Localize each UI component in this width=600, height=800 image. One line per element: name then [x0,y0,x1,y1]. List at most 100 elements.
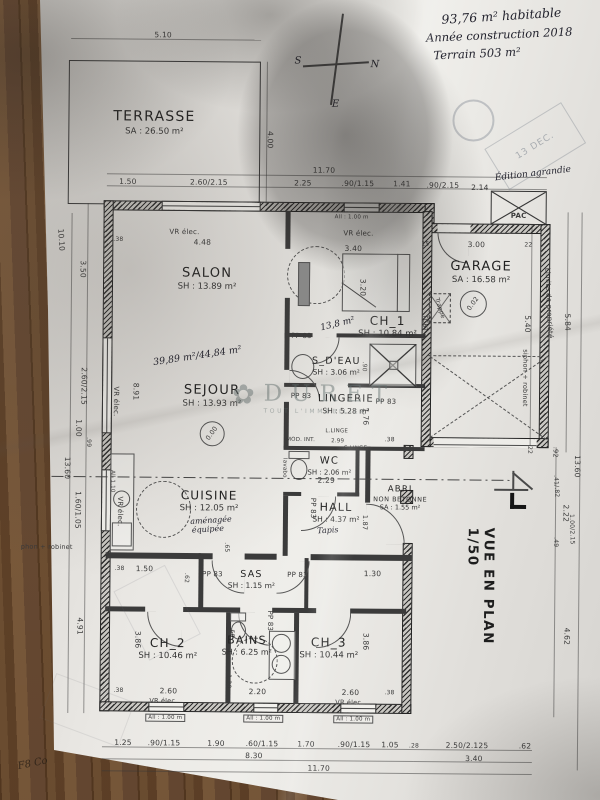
plan-element: DURET TOUT L'IMMOBILIER [263,381,396,416]
plan-view-title: VUE EN PLAN 1/50 [464,527,497,646]
dimension-label: 2.25 [294,178,312,188]
dimension-label: 22 [526,445,534,455]
dimension-label: .38 [384,689,395,697]
annotation-label: VR élec. [169,227,200,237]
annotation-label: VR élec. [111,386,121,417]
dimension-label: 11.70 [312,165,336,175]
partition-wall [244,553,277,560]
annotation-label: All : 1.00 m [145,713,186,723]
plan-element: GARAGE [450,258,513,275]
partition-wall [310,554,412,561]
dimension-label: 11.70 [307,763,331,773]
dimension-label: .38 [113,686,124,694]
dimension-label: .92 [551,446,560,458]
annotation-label: VR élec. [115,496,125,527]
annotation-label: PAC [510,211,527,220]
dimension-label: 3.00 [467,239,486,250]
dimension-label: 1.20 [224,674,233,689]
annotation-label: MOD. INT. [286,436,316,444]
plan-element: SH : 1.15 m² [227,580,275,591]
dimension-label: 13.60 [572,455,583,478]
annotation-label: All : 1.00 m [333,715,374,724]
dimension-label: 4.00 [265,130,275,149]
plan-element: SALON [181,265,233,281]
annotation-label: phon + robinet [20,542,73,552]
fixture [389,360,399,370]
dimension-line [565,212,569,453]
handwritten-note: Terrain 503 m² [433,44,521,63]
dimension-label: 2.60 [341,687,360,698]
handwritten-note: 93,76 m² habitable [441,4,562,27]
dimension-label: .38 [384,436,395,444]
watermark-tagline: TOUT L'IMMOBILIER [263,407,367,416]
compass-north: N [370,59,380,71]
dimension-label: .38 [113,235,124,243]
handwritten-note: 39,89 m²/44,84 m² [152,344,243,369]
dimension-label: 8.91 [131,382,141,401]
dimension-label: .28 [408,742,420,750]
dimension-label: 1.00 [74,419,84,437]
agency-watermark: ✿ DURET TOUT L'IMMOBILIER [232,379,396,416]
annotation-label: VR élec. [149,696,178,705]
plan-element: SH : 6.25 m² [221,647,272,657]
dimension-label: 2.60/2.15 [189,177,228,187]
dimension-label: 2.50/2.125 [445,740,489,751]
dimension-label: 3.20 [358,278,368,297]
dimension-label: 3.50 [78,260,88,278]
annotation-label: lavabo [281,458,288,478]
annotation-label: PP 83 [291,331,312,341]
wall-segment [401,542,413,714]
dimension-line [529,225,533,447]
dimension-label: .62 [518,741,532,751]
dimension-label: 1.70 [297,739,315,749]
dimension-label: 2.20 [248,687,267,697]
partition-wall [284,336,290,370]
toilet-bowl [290,458,308,481]
dimension-label: 3.40 [465,753,483,764]
annotation-label: PP 83 [287,570,308,580]
wardrobe [297,261,311,307]
dimension-label: 3.86 [361,632,371,651]
dimension-label: .60/1.15 [245,739,279,749]
plan-element: SAS [240,568,263,581]
dimension-label: 3.40 [344,243,363,254]
dimension-label: 5.10 [154,30,172,40]
compass-east: E [331,98,340,110]
dimension-label: 2.60/2.15 [79,367,89,406]
partition-wall [355,446,360,497]
plan-element: CH_1 [369,313,406,329]
faint-stamp [39,672,136,748]
plan-element [510,492,527,509]
annotation-label: L.LINGE [325,428,349,435]
window [343,202,380,213]
dimension-label: 1.30 [363,569,382,579]
partition-wall [285,210,291,249]
handwritten-note: Tapis [316,525,339,536]
partition-wall [282,495,289,556]
dimension-label: .90 [360,361,368,372]
annotation-label: VR élec. [335,698,364,707]
window [101,337,113,434]
dimension-label: .38 [114,564,125,572]
window [161,200,261,212]
dimension-label: 2.29 [317,475,336,485]
annotation-label: VR élec. [343,229,374,238]
dimension-label: 13.60 [62,456,72,480]
plan-element: NON BETONNE [373,494,428,504]
dimension-label: 22 [524,241,533,249]
plan-element: SA : 1.55 m² [379,503,421,512]
round-stamp [452,99,495,142]
partition-wall [225,612,232,704]
dimension-label: 1.05 [381,740,399,750]
plan-element: SH : 12.05 m² [179,503,239,514]
dimension-label: 1.87 [360,514,369,531]
plan-element: SH : 3.06 m² [312,367,360,377]
line [512,471,534,490]
heat-pump-box [490,190,547,226]
